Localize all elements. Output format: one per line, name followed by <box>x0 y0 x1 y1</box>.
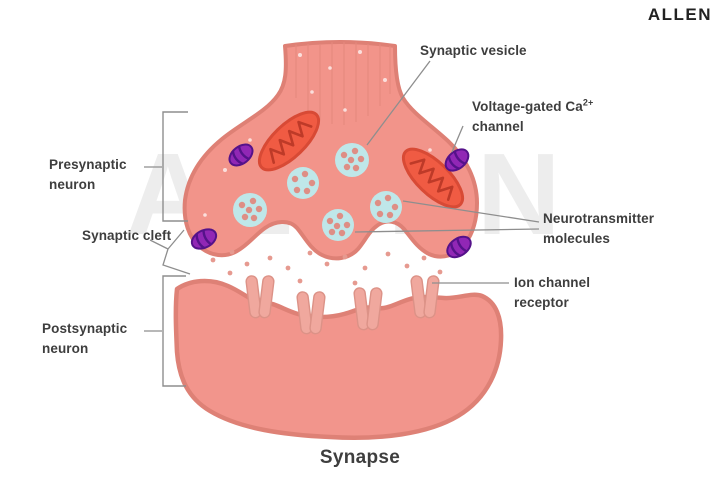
synaptic-vesicle-shape <box>287 167 319 199</box>
synaptic-vesicle-shape <box>370 191 402 223</box>
calcium-channel-shape <box>190 228 218 250</box>
leader-synaptic-cleft <box>149 229 191 275</box>
ion-channel-receptor-shape <box>353 287 383 331</box>
calcium-channel-shape <box>446 235 472 259</box>
axon-striations <box>295 42 391 125</box>
leader-neurotransmitter-a <box>402 200 540 223</box>
synaptic-vesicles <box>233 143 402 241</box>
voltage-label-line2: channel <box>472 119 524 134</box>
ion-channel-receptors <box>245 275 440 335</box>
calcium-channel-shape <box>444 148 470 172</box>
mitochondrion <box>257 110 321 172</box>
label-synaptic-cleft: Synaptic cleft <box>82 228 172 243</box>
label-presynaptic-neuron: Presynaptic neuron <box>49 157 127 192</box>
voltage-label-line1: Voltage-gated Ca <box>472 99 583 114</box>
neurotransmitter-dots <box>210 249 443 286</box>
ion-channel-receptor-shape <box>296 291 326 335</box>
calcium-channels <box>190 143 472 259</box>
label-ion-channel-receptor: Ion channel receptor <box>514 275 591 310</box>
ion-channel-receptor-shape <box>410 275 440 319</box>
leader-lines <box>144 60 540 332</box>
synaptic-vesicle-shape <box>335 143 369 177</box>
voltage-label-superscript: 2+ <box>582 97 594 108</box>
leader-voltage-channel <box>451 125 464 153</box>
calcium-channel-shape <box>228 143 254 167</box>
presynaptic-bracket <box>162 111 188 222</box>
diagram-title: Synapse <box>319 447 401 468</box>
postsynaptic-neuron-shape <box>173 278 504 440</box>
synaptic-vesicle-shape <box>233 193 267 227</box>
synaptic-vesicle-shape <box>322 209 354 241</box>
label-voltage-gated-channel: Voltage-gated Ca2+ channel <box>472 97 652 137</box>
brackets <box>162 111 188 387</box>
leader-neurotransmitter-b <box>354 228 540 233</box>
postsynaptic-bracket <box>162 275 186 387</box>
allen-logo: ALLEN <box>647 5 712 24</box>
label-synaptic-vesicle: Synaptic vesicle <box>420 43 527 58</box>
ion-channel-receptor-shape <box>245 275 275 319</box>
label-neurotransmitter-molecules: Neurotransmitter molecules <box>543 211 655 246</box>
label-postsynaptic-neuron: Postsynaptic neuron <box>42 321 128 356</box>
mitochondrion <box>401 147 465 209</box>
leader-synaptic-vesicle <box>366 60 431 146</box>
